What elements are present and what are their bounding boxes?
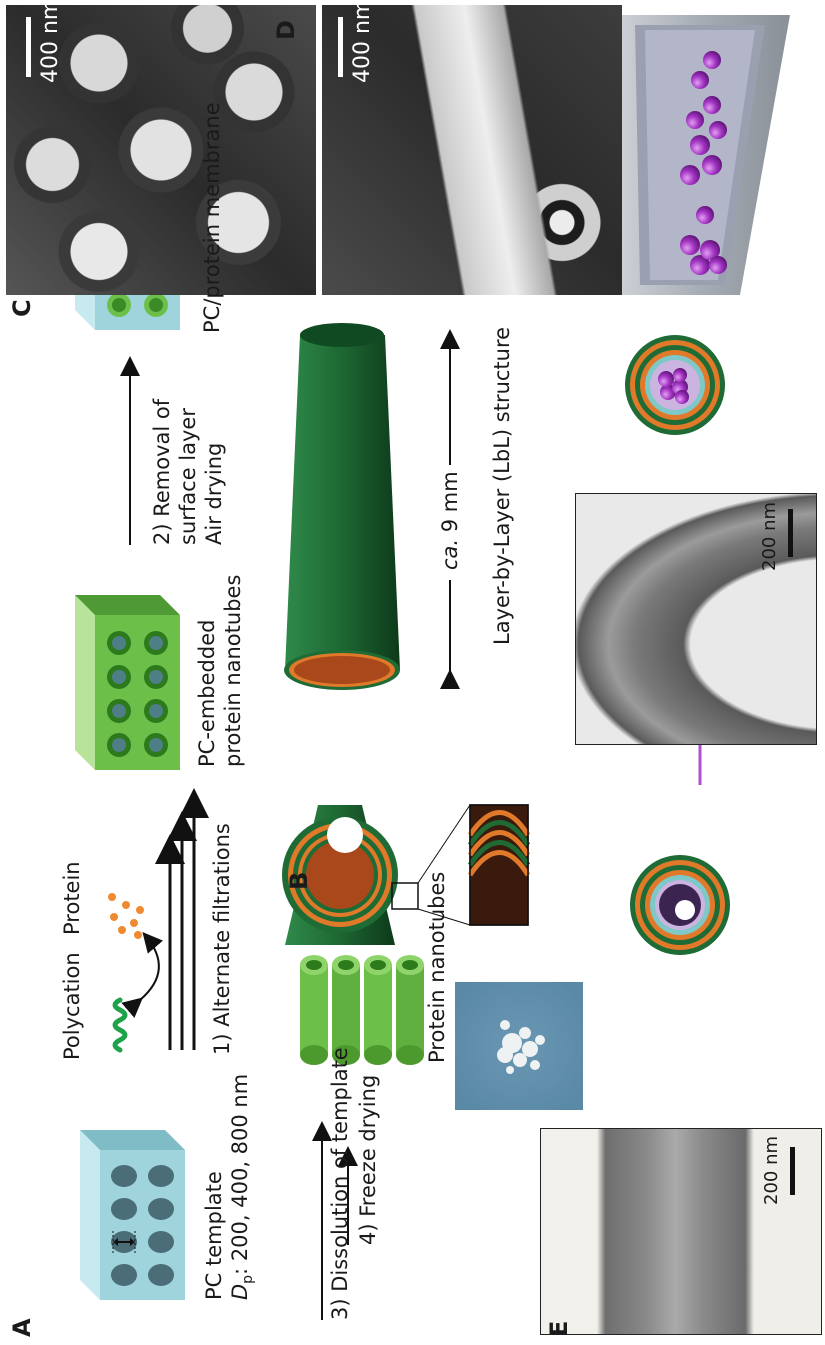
scale-label-e-right: 200 nm: [760, 502, 781, 571]
pc-template-block: [80, 1130, 185, 1300]
scale-label-e-left: 200 nm: [762, 1136, 783, 1205]
protein-nanotubes-stack: [300, 955, 424, 1065]
pc-embedded-block: [75, 595, 180, 770]
dp-values: : 200, 400, 800 nm: [228, 1074, 252, 1275]
step4-label: 4) Freeze drying: [356, 1075, 380, 1245]
scale-bar-e-right: [788, 509, 793, 557]
dp-symbol: D: [228, 1284, 252, 1300]
length-prefix: ca.: [438, 539, 462, 570]
scale-label-c: 400 nm: [38, 0, 63, 83]
pc-embedded-label-line1: PC-embedded: [195, 620, 219, 767]
scale-bar-e-left: [790, 1147, 795, 1195]
step2-label-line2: surface layer: [176, 408, 200, 545]
pc-template-label: PC template: [202, 1171, 226, 1300]
long-nanotube: [284, 323, 400, 690]
dp-subscript: p: [240, 1275, 256, 1284]
scale-bar-c: [26, 17, 31, 77]
tem-image-e-right: [575, 493, 817, 745]
tube-cutaway: [615, 15, 790, 295]
empty-tube-cross-section: [630, 855, 730, 955]
filtration-arrows: [170, 794, 194, 1050]
pc-protein-membrane-label: PC/protein membrane: [200, 102, 224, 333]
dp-values-label: Dp: 200, 400, 800 nm: [228, 1074, 256, 1300]
panel-label-d: D: [272, 20, 300, 40]
step3-label: 3) Dissolution of template: [328, 1047, 352, 1320]
scale-label-d: 400 nm: [350, 0, 375, 83]
length-label: ca. 9 mm: [438, 471, 462, 570]
step2-label-line3: Air drying: [202, 443, 226, 545]
filled-tube-cross-section: [625, 335, 725, 435]
panel-label-e: E: [545, 1321, 573, 1337]
protein-label: Protein: [60, 861, 84, 935]
panel-label-a: A: [8, 1318, 36, 1337]
protein-nanotubes-label: Protein nanotubes: [425, 872, 449, 1063]
panel-label-c: C: [8, 299, 36, 317]
step1-label: 1) Alternate filtrations: [210, 823, 234, 1055]
step2-label-line1: 2) Removal of: [150, 399, 174, 545]
scale-bar-d: [338, 17, 343, 77]
freeze-dried-photo: [455, 982, 583, 1110]
length-value: 9 mm: [438, 471, 462, 539]
lbl-structure-label: Layer-by-Layer (LbL) structure: [490, 327, 514, 645]
pc-embedded-label-line2: protein nanotubes: [221, 575, 245, 767]
polycation-label: Polycation: [60, 952, 84, 1060]
panel-label-b: B: [285, 872, 313, 890]
